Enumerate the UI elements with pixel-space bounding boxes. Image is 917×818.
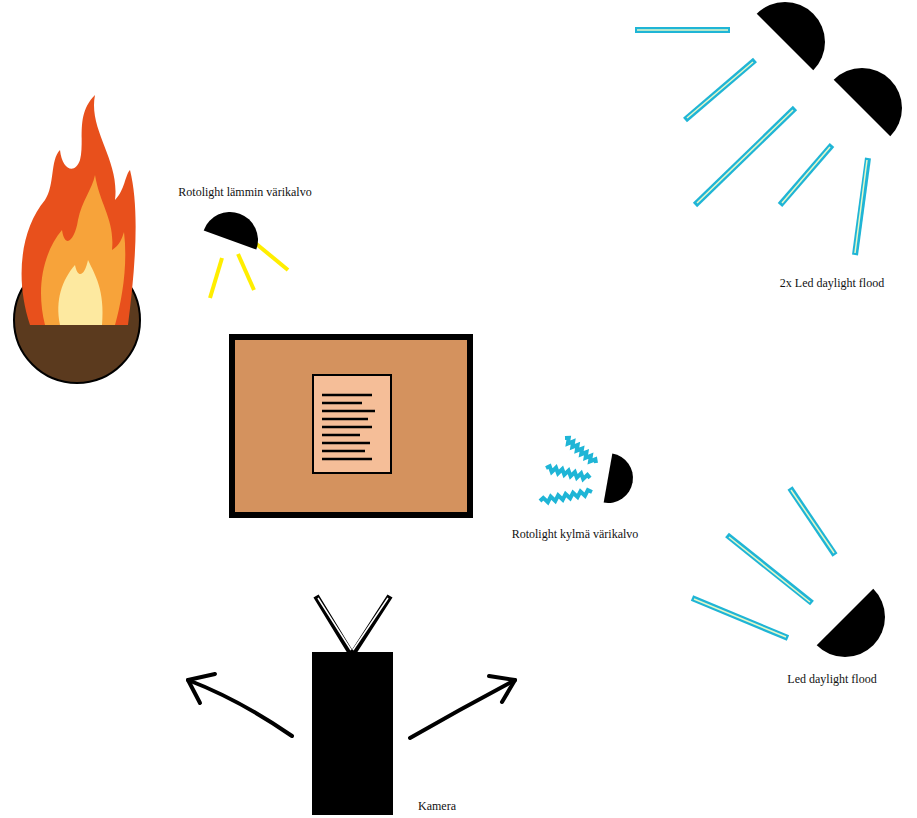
warm-rotolight [204,204,266,249]
camera-antenna [316,596,390,655]
light-label: Rotolight kylmä värikalvo [512,527,639,541]
flood-rays [692,488,835,638]
light-label: Rotolight lämmin värikalvo [178,185,311,199]
flame-outer [22,95,136,325]
camera-antenna-highlight [318,598,388,650]
flood-light [834,51,917,136]
flame-middle [41,175,125,325]
cold-ray [546,466,590,479]
flood-light [817,589,902,674]
light-label: Led daylight flood [787,672,876,686]
light-label: 2x Led daylight flood [780,276,884,290]
camera-label: Kamera [418,799,456,813]
camera [312,652,393,815]
script-paper [313,375,391,473]
table [232,337,470,515]
cold-rotolight [604,453,637,507]
cold-light-rays [540,438,596,502]
camera-pan-arrows [188,674,515,738]
double-flood-rays [635,30,868,255]
paper-lines [322,395,375,459]
flame-core [58,260,102,325]
cold-ray [565,438,596,463]
warm-light-rays [210,242,288,298]
flood-light [757,0,842,70]
cold-ray [540,490,592,502]
